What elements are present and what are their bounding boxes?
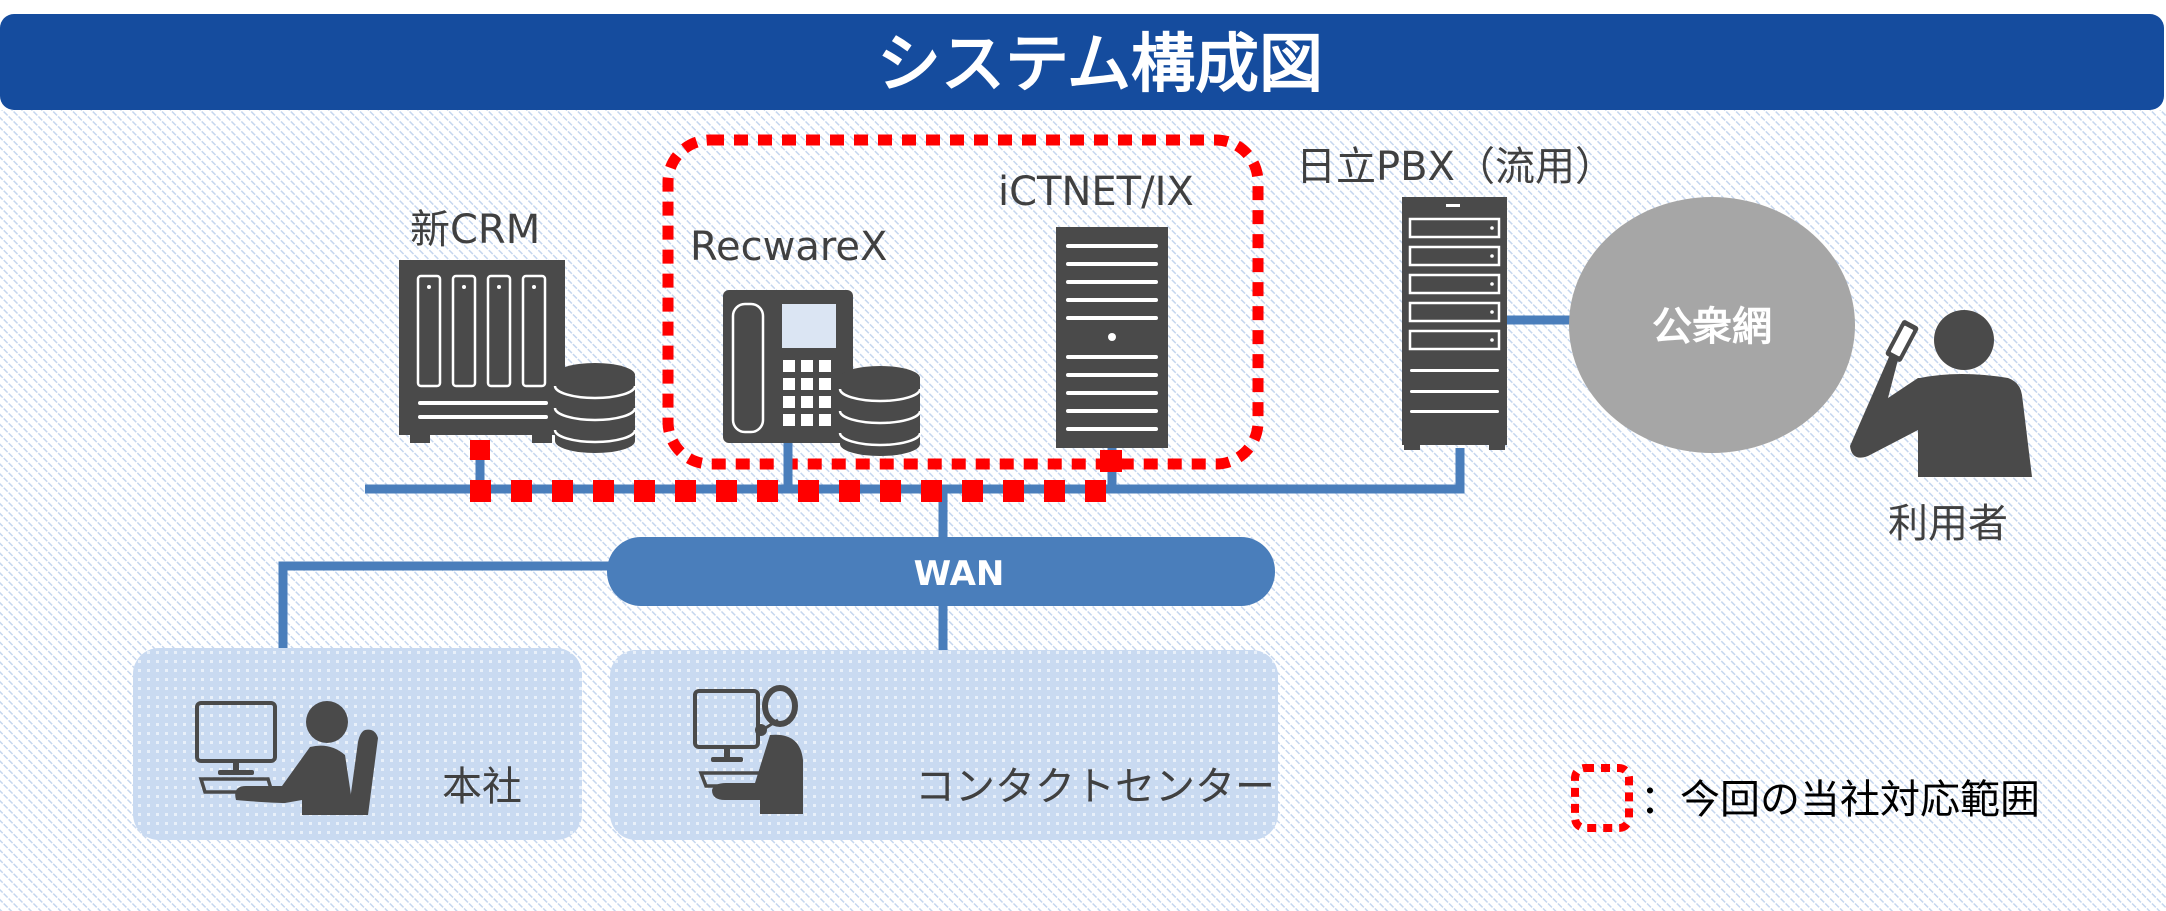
site-hq: 本社 <box>133 648 582 840</box>
public-network: 公衆網 <box>1569 197 1855 453</box>
wan-cloud: WAN <box>607 537 1275 606</box>
header-bar: システム構成図 <box>0 14 2164 110</box>
server-with-database-icon <box>399 260 637 453</box>
legend-text: ：今回の当社対応範囲 <box>1640 777 2040 823</box>
ictnet-label: iCTNET/IX <box>998 169 1194 215</box>
scope-ictnet-joint <box>1100 450 1122 472</box>
wan-hq-link <box>278 561 610 648</box>
ip-phone-with-database-icon <box>723 290 922 456</box>
rack-server-icon <box>1402 197 1507 450</box>
cloud-circle-icon <box>1569 197 1855 453</box>
contact-center-label: コンタクトセンター <box>915 764 1275 810</box>
scope-backbone <box>470 440 490 460</box>
database-icon <box>553 363 637 453</box>
legend: ：今回の当社対応範囲 <box>1571 764 2040 832</box>
page-title: システム構成図 <box>877 28 1323 102</box>
hq-label: 本社 <box>442 764 522 810</box>
pbx-link <box>1108 448 1465 494</box>
red-dotted-box-icon <box>1571 764 1633 832</box>
wan-label: WAN <box>914 554 1005 594</box>
office-worker-icon <box>195 701 378 815</box>
user-label: 利用者 <box>1888 501 2008 547</box>
tower-server-icon <box>1056 227 1168 448</box>
pbx-label: 日立PBX（流用） <box>1296 144 1615 190</box>
scope-boundary <box>662 134 1264 470</box>
operator-headset-icon <box>693 685 803 814</box>
site-contact-center: コンタクトセンター <box>610 650 1278 840</box>
crm-label: 新CRM <box>410 207 540 253</box>
person-on-phone-icon <box>1850 310 2032 477</box>
public-network-label: 公衆網 <box>1652 304 1772 350</box>
database-icon <box>838 366 922 456</box>
network-lines <box>278 315 1575 650</box>
recware-label: RecwareX <box>690 224 887 270</box>
